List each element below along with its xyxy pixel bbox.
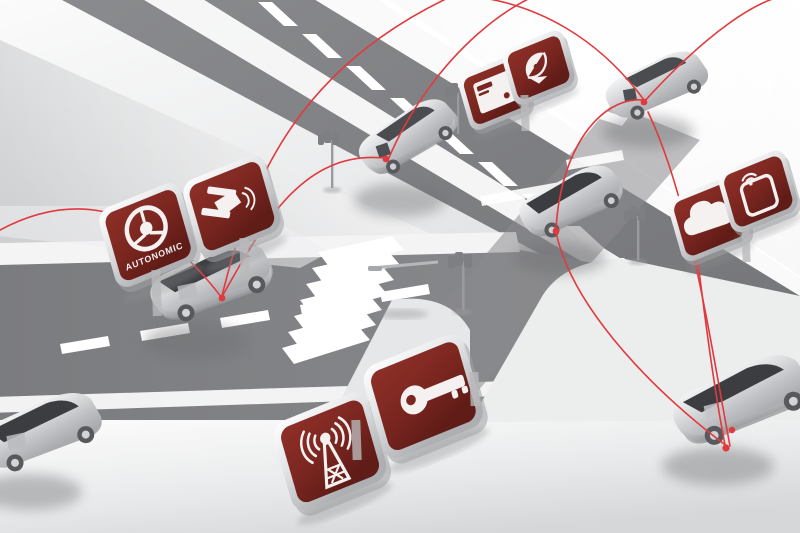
car-bottom-right[interactable] <box>664 345 800 456</box>
satellite-dish-icon <box>525 51 548 84</box>
tile-mobile-device[interactable] <box>716 146 800 248</box>
car-middle[interactable] <box>512 158 631 247</box>
link-mid-to-lowerright <box>555 231 725 445</box>
sidewalk-lower <box>0 420 800 533</box>
endpoint-dot <box>552 227 560 235</box>
link-upperright-to-top <box>489 0 645 101</box>
link-airbag-to-car <box>219 156 385 301</box>
car-bottom-left[interactable] <box>0 385 109 480</box>
id-card-icon <box>473 70 516 114</box>
tile-autonomic[interactable]: AUTONOMIC <box>96 178 207 308</box>
link-upperright-to-lowerright <box>647 111 731 447</box>
endpoint-dot <box>728 426 736 434</box>
endpoint-dot <box>218 294 226 302</box>
tile-key[interactable] <box>360 328 494 479</box>
signal-mast-arm <box>368 260 439 319</box>
link-upperright-arc <box>641 0 773 105</box>
tile-radio-tower[interactable] <box>270 387 398 532</box>
stop-bars <box>480 150 624 206</box>
tile-satellite-dish[interactable] <box>500 27 582 120</box>
cloud-icon <box>683 200 734 236</box>
endpoint-dot <box>382 155 390 163</box>
tile-airbag-sensor[interactable] <box>180 150 291 278</box>
traffic-light[interactable] <box>318 130 341 193</box>
endpoint-dot <box>722 444 730 452</box>
traffic-light[interactable] <box>624 206 647 265</box>
link-endpoints <box>218 98 736 452</box>
key-icon <box>400 374 469 415</box>
traffic-light[interactable] <box>448 252 473 315</box>
endpoint-dot <box>640 98 648 106</box>
radio-tower-icon <box>299 416 352 490</box>
link-mid-to-upperright <box>555 99 645 231</box>
smartphone-wifi-icon <box>739 172 779 217</box>
link-car-to-upper <box>387 0 529 161</box>
vehicle-shadows <box>0 116 774 510</box>
airbag-sensor-signal-icon <box>201 186 256 219</box>
crosswalk <box>282 236 404 364</box>
steering-wheel-icon <box>124 205 168 252</box>
